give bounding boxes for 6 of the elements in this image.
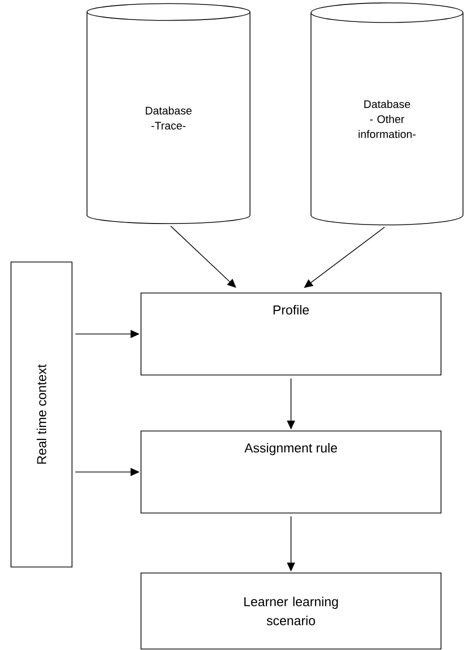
process-box: Learner learning scenario [140,572,442,650]
database-cylinder: Database -Trace- [86,3,250,224]
database-cylinder: Database - Other information- [310,2,464,226]
context-box: Real time context [10,262,72,568]
process-box: Assignment rule [140,430,442,514]
process-box: Profile [140,292,442,376]
